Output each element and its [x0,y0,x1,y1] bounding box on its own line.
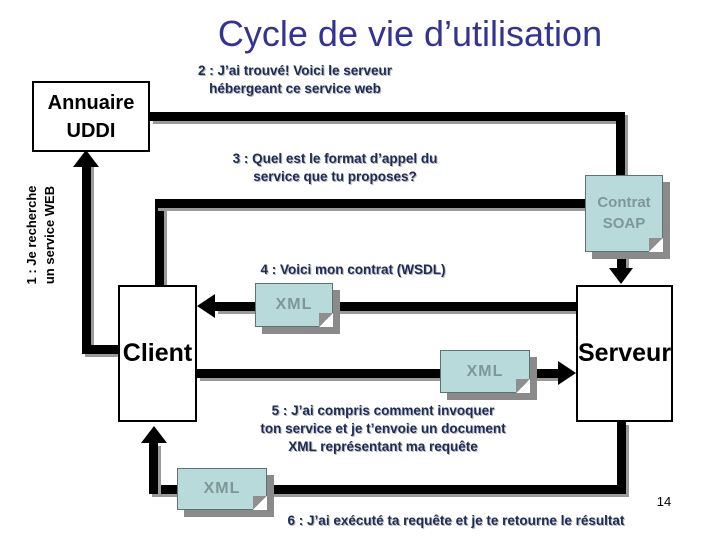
xml-label: XML [466,362,504,380]
arrowhead-down-icon [609,268,633,284]
arrowhead-right-icon [558,361,576,385]
connector-step6-vertical-right [617,422,626,485]
slide-title: Cycle de vie d’utilisation [217,13,603,54]
client-box: Client [118,285,197,422]
serveur-box: Serveur [576,285,673,422]
annuaire-uddi-box: Annuaire UDDI [32,81,150,152]
connector-step1-horizontal [82,345,118,354]
connector-step1-vertical [82,164,91,354]
connector-step6-vertical-left [149,443,158,494]
xml-label: XML [203,480,241,497]
page-curl-icon [649,238,663,252]
step2-label: 2 : J’ai trouvé! Voici le serveur héberg… [197,63,393,96]
step6-label: 6 : J’ai exécuté ta requête et je te ret… [287,513,625,528]
contrat-soap-label: Contrat SOAP [597,194,651,232]
connector-step2-horizontal [150,112,625,121]
xml-label: XML [275,296,313,313]
step4-label: 4 : Voici mon contrat (WSDL) [260,262,446,277]
xml-document-wsdl: XML [255,283,333,327]
connector-step4-horizontal [215,302,576,311]
step1-label: 1 : Je recherche un service WEB [24,185,58,285]
page-number: 14 [656,494,672,509]
connector-step3-horizontal [155,199,585,208]
connector-step3-vertical [155,199,164,285]
arrowhead-left-icon [197,294,215,318]
xml-document-request: XML [440,350,530,393]
arrowhead-up-icon [141,426,167,443]
contrat-soap-document: Contrat SOAP [585,175,663,252]
xml-document-response: XML [177,468,267,510]
arrowhead-up-icon [73,150,99,167]
page-curl-icon [319,313,333,327]
connector-step5-horizontal [197,369,558,378]
page-curl-icon [516,379,530,393]
step5-label: 5 : J’ai compris comment invoquer ton se… [260,403,506,454]
connector-contrat-serveur [617,252,626,270]
step3-label: 3 : Quel est le format d’appel du servic… [232,151,438,184]
connector-step2-vertical [616,112,625,176]
connector-step6-horizontal [149,485,626,494]
page-curl-icon [253,496,267,510]
